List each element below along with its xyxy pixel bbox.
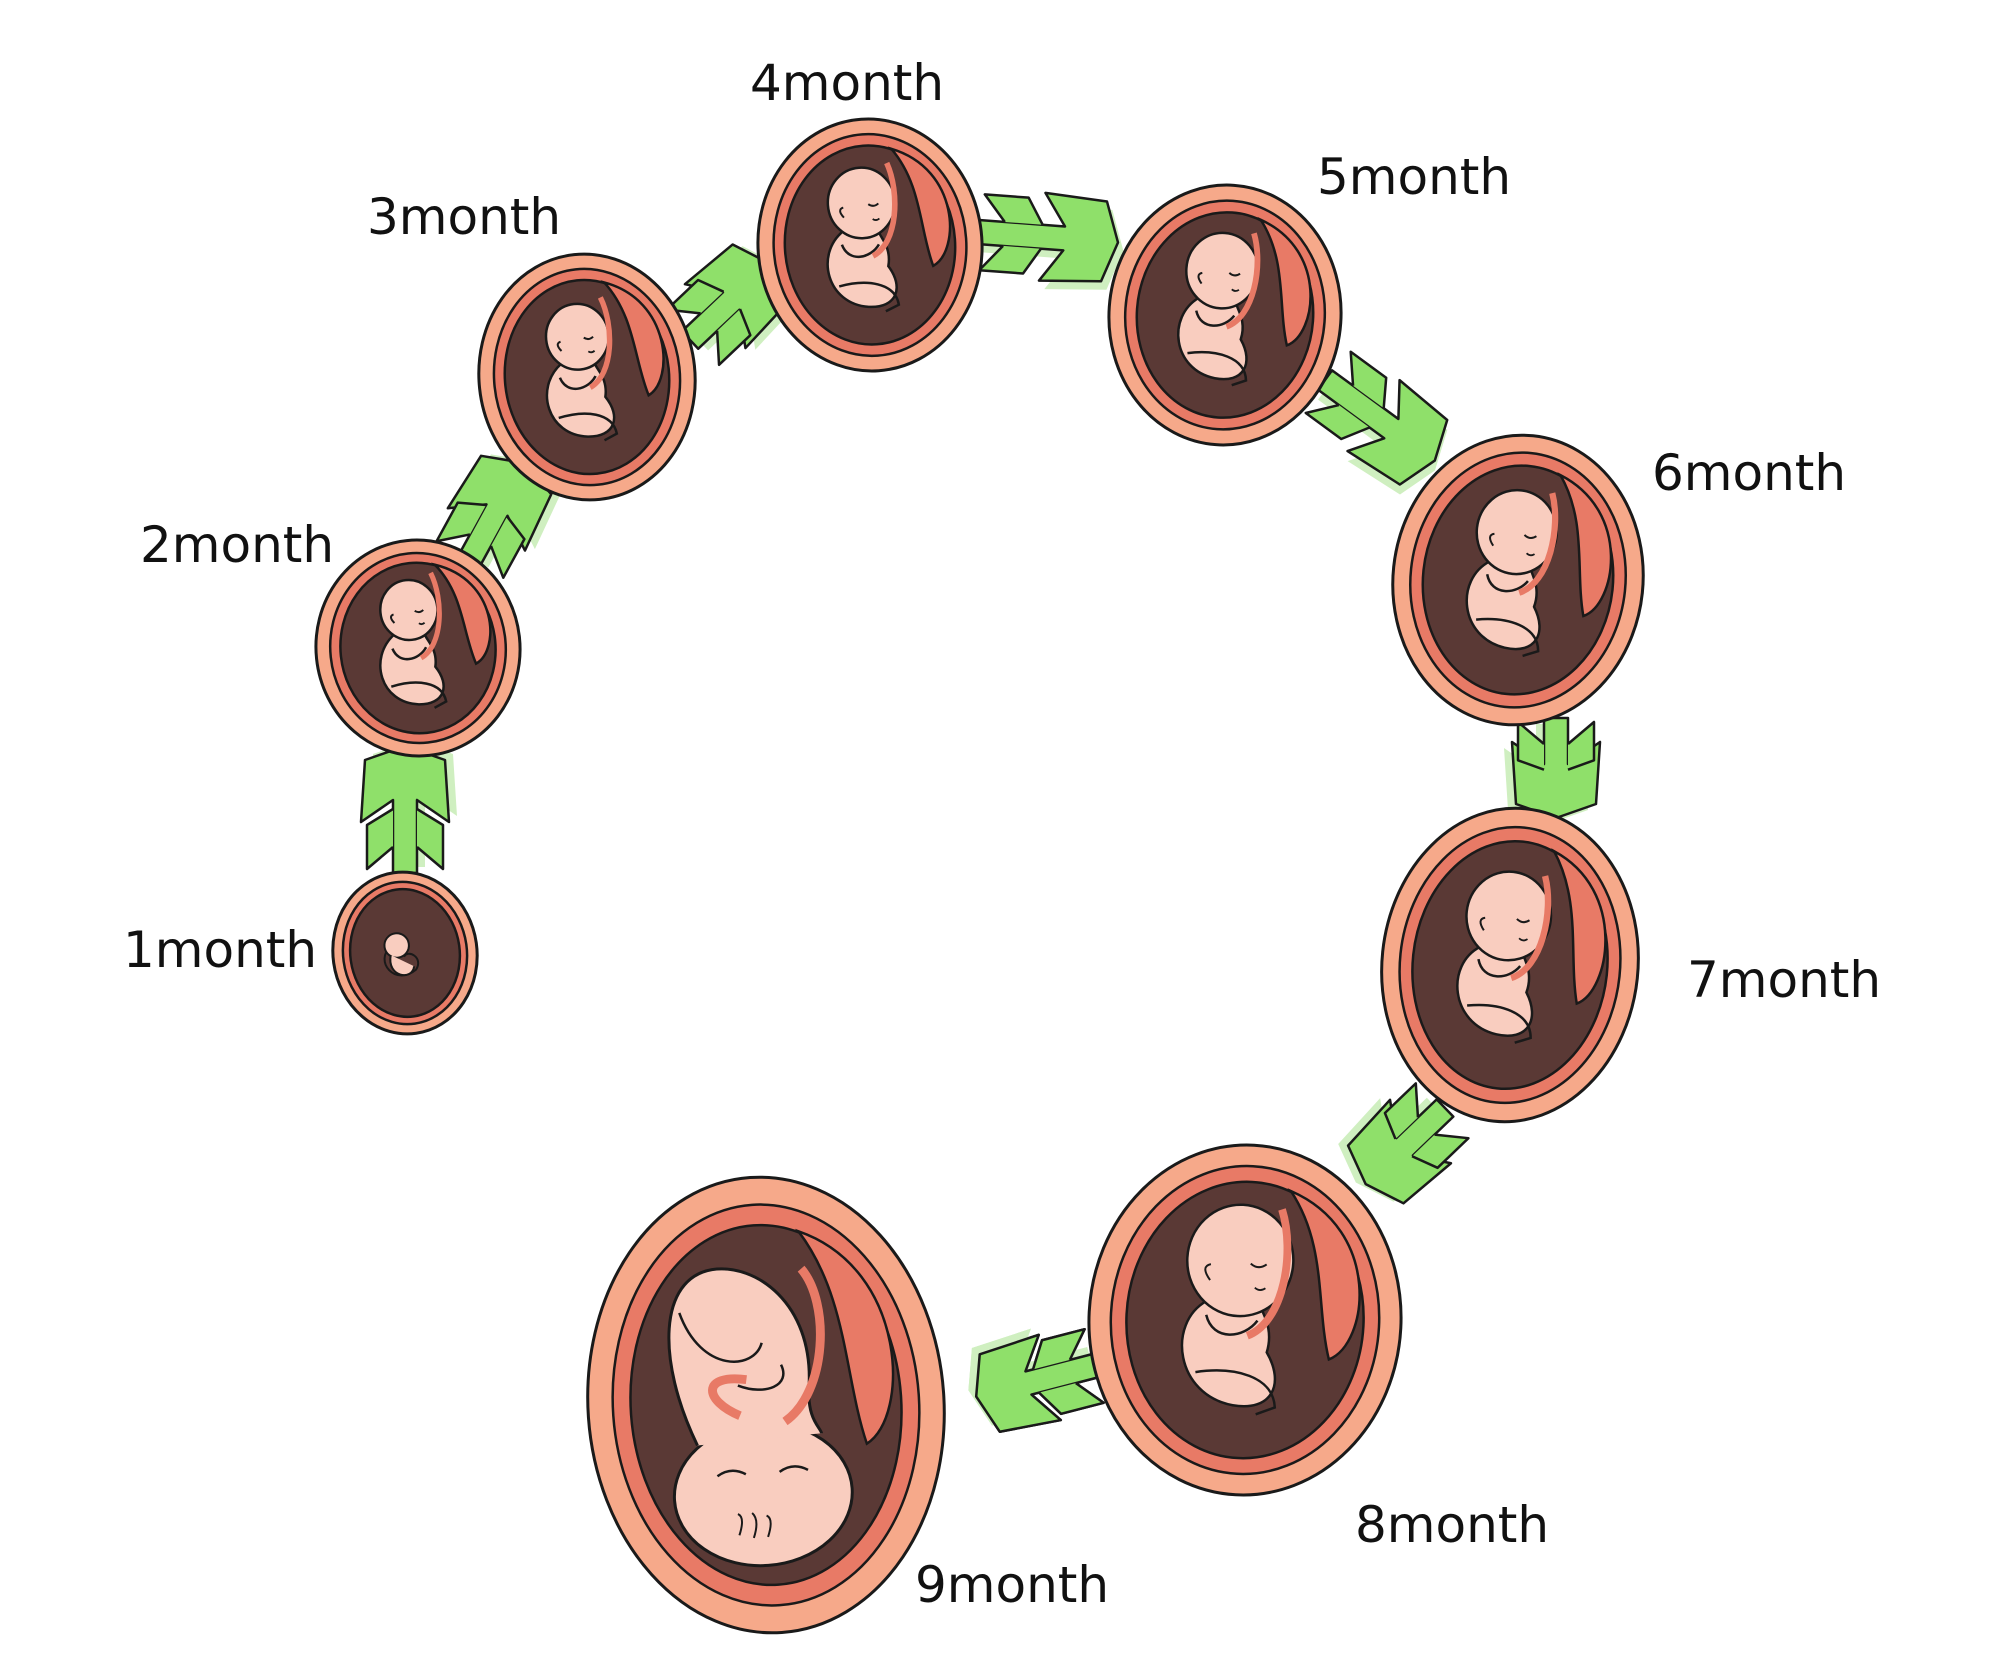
stage-label-1month: 1month bbox=[123, 921, 318, 979]
progress-arrow-4 bbox=[975, 191, 1124, 290]
fetus-icon bbox=[379, 571, 448, 709]
stage-label-6month: 6month bbox=[1652, 444, 1847, 502]
progress-arrow-7 bbox=[1338, 1082, 1470, 1205]
stage-label-8month: 8month bbox=[1355, 1496, 1550, 1554]
stage-label-3month: 3month bbox=[367, 188, 562, 246]
head-down-fetus-icon bbox=[667, 1265, 854, 1568]
stage-4-illustration bbox=[756, 117, 984, 373]
stage-6-illustration bbox=[1391, 433, 1645, 727]
fetus-icon bbox=[1465, 488, 1559, 658]
placenta bbox=[600, 280, 665, 398]
stage-7-illustration bbox=[1380, 806, 1640, 1124]
stage-label-2month: 2month bbox=[140, 516, 335, 574]
arrow-layer bbox=[359, 191, 1602, 1433]
placenta bbox=[887, 146, 952, 268]
stage-label-4month: 4month bbox=[750, 54, 945, 112]
fetus-icon bbox=[1177, 231, 1261, 387]
stage-3-illustration bbox=[477, 252, 697, 502]
progress-arrow-1 bbox=[359, 740, 457, 875]
placenta bbox=[430, 562, 492, 666]
stage-2-illustration bbox=[314, 538, 522, 758]
stage-label-9month: 9month bbox=[915, 1556, 1110, 1614]
stage-9-illustration bbox=[586, 1175, 946, 1635]
stage-8-illustration bbox=[1087, 1143, 1403, 1497]
fetus-icon bbox=[826, 161, 901, 313]
progress-arrow-5 bbox=[1304, 350, 1449, 495]
stage-5-illustration bbox=[1107, 183, 1343, 447]
progress-arrow-9 bbox=[968, 1327, 1105, 1433]
stage-label-5month: 5month bbox=[1317, 148, 1512, 206]
placenta bbox=[794, 1228, 895, 1446]
fetus-icon bbox=[1180, 1203, 1295, 1416]
stage-1-illustration bbox=[331, 870, 479, 1036]
placenta bbox=[1551, 848, 1607, 1006]
placenta bbox=[1287, 1188, 1361, 1362]
stage-label-7month: 7month bbox=[1687, 951, 1882, 1009]
fetus-icon bbox=[1456, 870, 1553, 1044]
embryo-icon bbox=[383, 932, 420, 977]
progress-arrow-6 bbox=[1504, 716, 1602, 824]
placenta bbox=[1257, 216, 1312, 348]
placenta bbox=[1557, 472, 1613, 618]
fetus-icon bbox=[544, 296, 619, 442]
